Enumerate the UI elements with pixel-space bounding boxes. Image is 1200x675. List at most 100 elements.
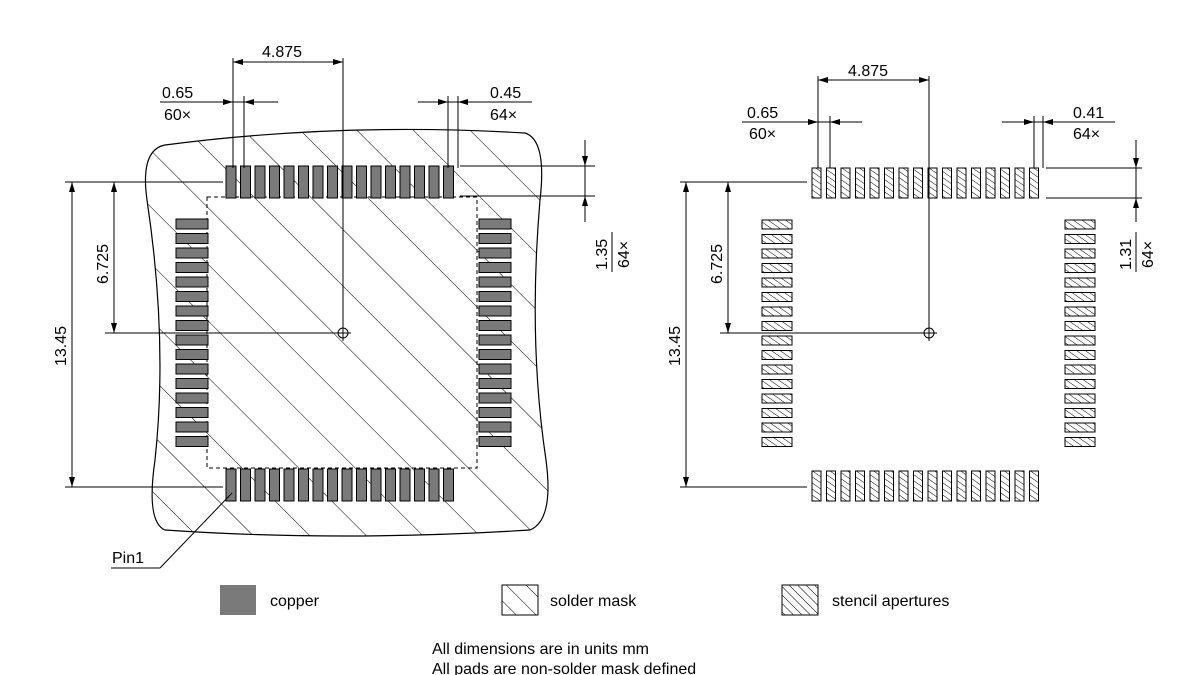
stencil-aperture xyxy=(761,234,793,244)
stencil-aperture xyxy=(855,167,865,199)
copper-pad xyxy=(356,165,367,199)
copper-pad xyxy=(175,436,209,447)
stencil-aperture xyxy=(971,470,981,502)
copper-pad xyxy=(478,436,512,447)
copper-pad xyxy=(312,468,324,502)
copper-pad xyxy=(478,392,512,404)
stencil-aperture xyxy=(884,470,894,502)
stencil-aperture xyxy=(1064,350,1096,360)
copper-pad xyxy=(478,247,512,259)
legend-swatch-copper xyxy=(220,585,256,615)
stencil-aperture xyxy=(1064,277,1096,288)
copper-pad xyxy=(478,421,512,433)
copper-pad xyxy=(478,305,512,317)
stencil-aperture xyxy=(884,167,894,199)
dim-pad-length-count: 64× xyxy=(616,241,633,268)
copper-pad xyxy=(254,468,266,502)
copper-pad xyxy=(269,468,280,502)
legend-swatch-solder-mask xyxy=(501,584,539,616)
stencil-aperture xyxy=(1064,234,1096,244)
copper-pad xyxy=(428,468,440,502)
legend-label: solder mask xyxy=(550,593,637,610)
stencil-aperture xyxy=(1064,306,1096,317)
stencil-aperture xyxy=(869,470,880,502)
legend-label: copper xyxy=(270,593,320,610)
stencil-pads-top-row xyxy=(811,167,1039,199)
copper-pad xyxy=(414,468,425,502)
dim-pad-length-count: 64× xyxy=(1140,241,1157,268)
stencil-aperture xyxy=(761,335,793,346)
legend-item-stencil: stencil apertures xyxy=(781,584,949,616)
stencil-pads-right-column xyxy=(1064,219,1096,447)
note-units: All dimensions are in units mm xyxy=(432,641,649,658)
legend: copper solder mask stencil apertures xyxy=(220,584,949,616)
copper-pads-right-column xyxy=(478,218,512,447)
copper-pad xyxy=(298,165,309,199)
dim-pad-width-value: 0.41 xyxy=(1073,105,1104,122)
dim-full-height: 13.45 xyxy=(53,326,70,366)
dim-pad-width-value: 0.45 xyxy=(490,85,521,102)
stencil-aperture xyxy=(913,167,923,199)
copper-pad xyxy=(283,468,295,502)
stencil-aperture xyxy=(927,470,938,502)
copper-pad xyxy=(341,468,353,502)
stencil-aperture xyxy=(1064,335,1096,346)
legend-swatch-stencil xyxy=(781,584,819,616)
stencil-aperture xyxy=(811,470,822,502)
stencil-aperture xyxy=(761,379,793,389)
stencil-aperture xyxy=(1064,248,1096,259)
stencil-aperture xyxy=(761,437,793,447)
stencil-aperture xyxy=(1064,408,1096,418)
stencil-aperture xyxy=(942,470,952,502)
stencil-aperture xyxy=(898,167,909,199)
dim-pitch-value: 0.65 xyxy=(162,85,193,102)
stencil-aperture xyxy=(927,167,938,199)
copper-pad xyxy=(175,218,209,230)
copper-pad xyxy=(478,378,512,389)
right-view: 4.875 0.65 60× 0.41 64× 1.31 64× 6.725 1… xyxy=(667,63,1157,502)
copper-pad xyxy=(283,165,295,199)
stencil-aperture xyxy=(761,248,793,259)
stencil-aperture xyxy=(942,167,952,199)
copper-pad xyxy=(478,291,512,302)
dim-pitch-count: 60× xyxy=(749,126,776,143)
dim-pitch-count: 60× xyxy=(164,107,191,124)
copper-pad xyxy=(175,233,209,244)
copper-pad xyxy=(428,165,440,199)
copper-pad xyxy=(175,276,209,288)
dim-pad-length-value: 1.35 xyxy=(594,239,611,270)
stencil-aperture xyxy=(1014,470,1025,502)
copper-pad xyxy=(175,305,209,317)
stencil-aperture xyxy=(1064,292,1096,302)
stencil-aperture xyxy=(761,422,793,433)
dim-full-height: 13.45 xyxy=(667,326,684,366)
stencil-aperture xyxy=(826,167,836,199)
copper-pad xyxy=(327,468,338,502)
stencil-aperture xyxy=(761,393,793,404)
copper-pad xyxy=(478,276,512,288)
stencil-aperture xyxy=(1064,263,1096,273)
stencil-aperture xyxy=(761,306,793,317)
stencil-aperture xyxy=(1064,364,1096,375)
stencil-aperture xyxy=(956,167,967,199)
copper-pad xyxy=(443,165,454,199)
stencil-aperture xyxy=(1000,470,1010,502)
stencil-aperture xyxy=(761,321,793,331)
stencil-aperture xyxy=(826,470,836,502)
copper-pad xyxy=(370,165,382,199)
stencil-aperture xyxy=(1064,379,1096,389)
pin1-label: Pin1 xyxy=(112,550,144,567)
copper-pads-bottom-row xyxy=(225,468,454,502)
stencil-aperture xyxy=(1029,167,1039,199)
stencil-aperture xyxy=(1014,167,1025,199)
dimension-arrows xyxy=(683,77,1139,487)
dim-span-top: 4.875 xyxy=(262,44,302,61)
copper-pad xyxy=(478,218,512,230)
copper-pad xyxy=(478,334,512,346)
stencil-aperture xyxy=(985,470,996,502)
copper-pads-top-row xyxy=(225,165,454,199)
copper-pad xyxy=(240,165,251,199)
copper-pad xyxy=(175,320,209,331)
stencil-pads-left-column xyxy=(761,219,793,447)
